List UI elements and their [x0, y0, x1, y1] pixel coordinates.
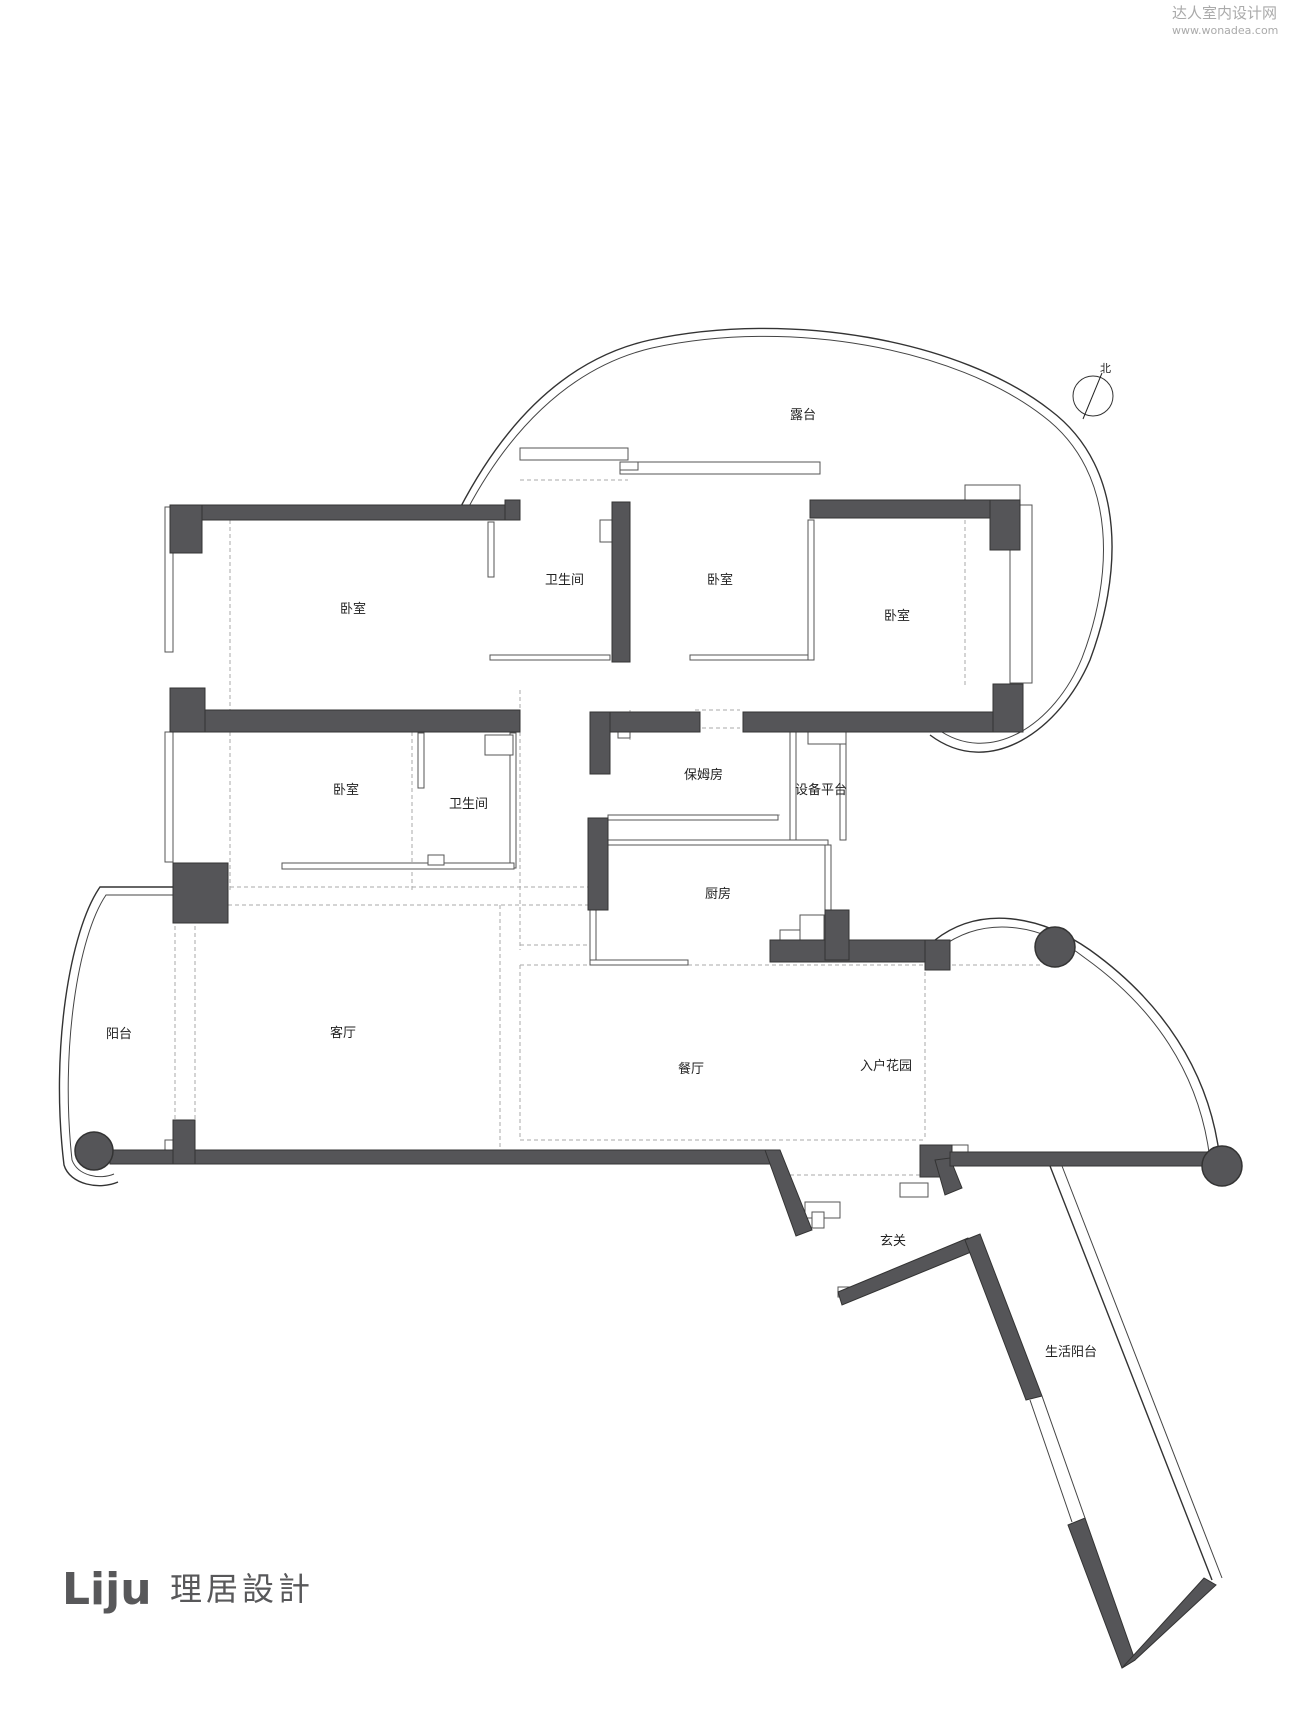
label-kitchen: 厨房 [705, 886, 731, 902]
compass-north-label: 北 [1100, 362, 1111, 375]
round-columns [74, 926, 1243, 1187]
label-terrace: 露台 [790, 408, 816, 423]
label-bedroom-3: 卧室 [884, 608, 910, 624]
label-bedroom-2: 卧室 [707, 572, 733, 588]
balcony-railing [58, 886, 175, 1187]
label-equipment-platform: 设备平台 [795, 782, 847, 798]
terrace-railing [457, 327, 1113, 753]
label-foyer: 玄关 [880, 1234, 906, 1249]
north-compass-icon: 北 [1072, 362, 1114, 420]
room-labels: 露台 卧室 卫生间 卧室 卧室 卧室 卫生间 保姆房 设备平台 厨房 阳台 客厅… [106, 408, 1097, 1360]
label-dining-room: 餐厅 [678, 1061, 704, 1077]
label-balcony: 阳台 [106, 1027, 132, 1042]
label-living-room: 客厅 [330, 1025, 356, 1041]
label-utility-balcony: 生活阳台 [1045, 1345, 1097, 1360]
room-boundary-lines [174, 479, 1040, 1176]
liju-logo: Liju 理居設計 [62, 1564, 314, 1615]
watermark-url: www.wonadea.com [1172, 24, 1278, 37]
logo-cjk: 理居設計 [170, 1570, 314, 1608]
garden-railing [934, 917, 1221, 1161]
label-entry-garden: 入户花园 [860, 1058, 912, 1074]
watermark-name: 达人室内设计网 [1172, 4, 1277, 22]
interior-partitions [164, 519, 969, 1298]
utility-balcony-outline [1029, 1165, 1223, 1581]
label-bathroom-1: 卫生间 [545, 573, 584, 588]
logo-latin: Liju [62, 1564, 152, 1615]
label-bathroom-2: 卫生间 [449, 797, 488, 812]
label-bedroom-1: 卧室 [340, 601, 366, 617]
label-nanny-room: 保姆房 [684, 767, 723, 783]
structural-walls [109, 499, 1217, 1669]
label-bedroom-4: 卧室 [333, 782, 359, 798]
